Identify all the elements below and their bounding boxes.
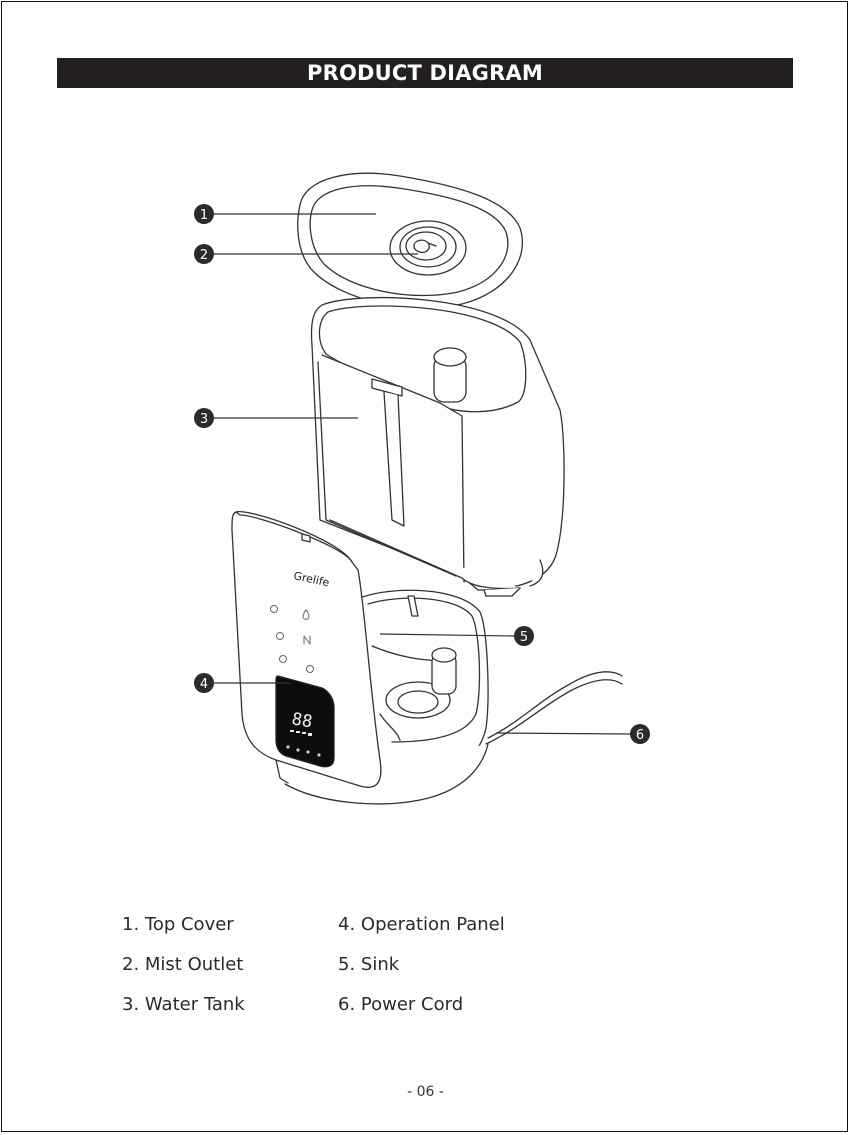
svg-text:1: 1: [200, 208, 208, 223]
callout-5: 5: [514, 626, 534, 646]
callout-3: 3: [194, 408, 214, 428]
svg-text:6: 6: [636, 728, 644, 743]
callout-2: 2: [194, 244, 214, 264]
parts-list: 1. Top Cover 2. Mist Outlet 3. Water Tan…: [122, 912, 642, 1032]
svg-text:5: 5: [520, 630, 528, 645]
part-label-mist-outlet: 2. Mist Outlet: [122, 954, 243, 975]
callout-6: 6: [630, 724, 650, 744]
svg-text:4: 4: [200, 677, 208, 692]
svg-text:3: 3: [200, 412, 208, 427]
panel-display: 88: [290, 709, 314, 732]
part-label-water-tank: 3. Water Tank: [122, 994, 245, 1015]
part-label-operation-panel: 4. Operation Panel: [338, 914, 505, 935]
part-label-top-cover: 1. Top Cover: [122, 914, 234, 935]
operation-panel: [232, 512, 381, 788]
callout-1: 1: [194, 204, 214, 224]
page-number: - 06 -: [0, 1084, 851, 1100]
water-tank: [311, 298, 564, 596]
callout-4: 4: [194, 673, 214, 693]
top-cover: [298, 173, 523, 308]
part-label-sink: 5. Sink: [338, 954, 399, 975]
svg-text:2: 2: [200, 248, 208, 263]
part-label-power-cord: 6. Power Cord: [338, 994, 463, 1015]
